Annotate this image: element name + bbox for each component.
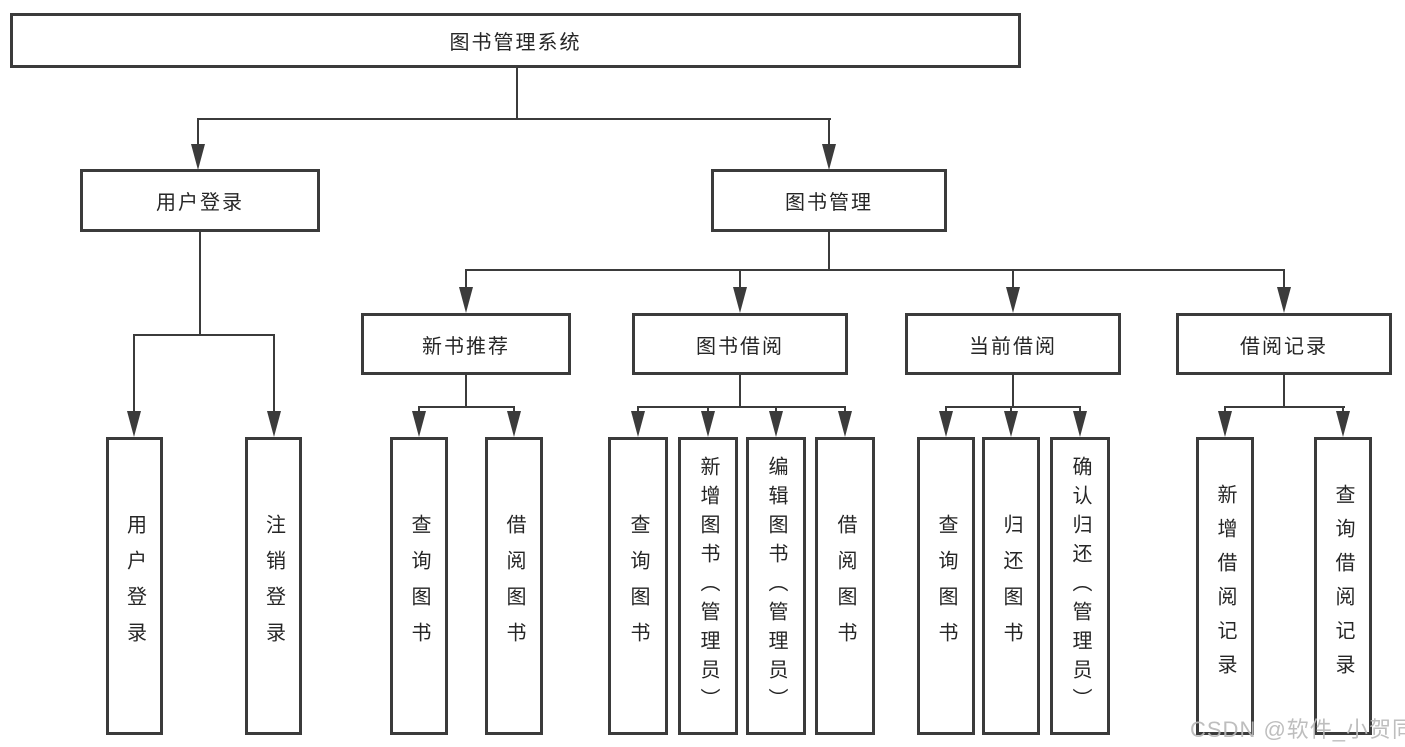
leaf-logout: 注销登录 xyxy=(245,437,302,735)
leaf-user-login-label: 用户登录 xyxy=(123,514,146,658)
connector-book-mgmt-stem xyxy=(828,120,830,148)
arrow-down-icon xyxy=(1277,287,1291,313)
node-root: 图书管理系统 xyxy=(10,13,1021,68)
leaf-confirm-return-admin-label: 确认归还（管理员） xyxy=(1069,455,1091,717)
watermark-csdn: CSDN @软件_小贺同学 xyxy=(1190,717,1405,742)
connector-new-book-hline xyxy=(418,406,515,408)
arrow-down-icon xyxy=(838,411,852,437)
connector-leaf-stem xyxy=(133,336,135,413)
leaf-return-books-label: 归还图书 xyxy=(1000,514,1022,658)
connector-user-login-stem xyxy=(197,120,199,148)
leaf-confirm-return-admin: 确认归还（管理员） xyxy=(1050,437,1110,735)
connector-borrowing-down xyxy=(739,375,741,408)
connector-records-stem xyxy=(1283,271,1285,292)
node-new-book-recommend-label: 新书推荐 xyxy=(422,335,510,358)
leaf-logout-label: 注销登录 xyxy=(262,514,285,658)
node-book-management-label: 图书管理 xyxy=(785,192,873,214)
connector-borrowing-stem xyxy=(739,271,741,292)
connector-level3-hline xyxy=(465,269,1285,271)
arrow-down-icon xyxy=(127,411,141,437)
leaf-edit-books-admin: 编辑图书（管理员） xyxy=(746,437,806,735)
connector-user-login-hline xyxy=(133,334,275,336)
arrow-down-icon xyxy=(1218,411,1232,437)
leaf-query-books-1-label: 查询图书 xyxy=(408,514,430,658)
arrow-down-icon xyxy=(412,411,426,437)
leaf-query-borrow-record: 查询借阅记录 xyxy=(1314,437,1372,735)
connector-records-hline xyxy=(1224,406,1345,408)
connector-level2-hline xyxy=(197,118,831,120)
node-root-label: 图书管理系统 xyxy=(449,32,582,54)
leaf-add-borrow-record-label: 新增借阅记录 xyxy=(1214,484,1236,688)
node-book-management: 图书管理 xyxy=(711,169,947,232)
connector-borrowing-hline xyxy=(637,406,846,408)
leaf-borrow-books-1-label: 借阅图书 xyxy=(503,514,525,658)
connector-leaf-stem xyxy=(273,336,275,413)
arrow-down-icon xyxy=(1073,411,1087,437)
arrow-down-icon xyxy=(769,411,783,437)
node-current-borrowing: 当前借阅 xyxy=(905,313,1121,375)
leaf-query-books-3-label: 查询图书 xyxy=(935,514,957,658)
node-user-login: 用户登录 xyxy=(80,169,320,232)
connector-user-login-down xyxy=(199,232,201,336)
connector-book-mgmt-down xyxy=(828,232,830,271)
arrow-down-icon xyxy=(267,411,281,437)
leaf-edit-books-admin-label: 编辑图书（管理员） xyxy=(765,455,787,717)
leaf-return-books: 归还图书 xyxy=(982,437,1040,735)
arrow-down-icon xyxy=(459,287,473,313)
leaf-add-borrow-record: 新增借阅记录 xyxy=(1196,437,1254,735)
node-borrowing-records-label: 借阅记录 xyxy=(1240,335,1328,358)
connector-root-stem xyxy=(516,68,518,120)
arrow-down-icon xyxy=(701,411,715,437)
node-book-borrowing: 图书借阅 xyxy=(632,313,848,375)
leaf-user-login: 用户登录 xyxy=(106,437,163,735)
arrow-down-icon xyxy=(822,144,836,170)
arrow-down-icon xyxy=(631,411,645,437)
arrow-down-icon xyxy=(1006,287,1020,313)
connector-current-hline xyxy=(945,406,1081,408)
leaf-borrow-books-2-label: 借阅图书 xyxy=(834,514,856,658)
leaf-add-books-admin: 新增图书（管理员） xyxy=(678,437,738,735)
connector-current-down xyxy=(1012,375,1014,408)
node-user-login-label: 用户登录 xyxy=(156,192,244,214)
node-new-book-recommend: 新书推荐 xyxy=(361,313,571,375)
connector-current-stem xyxy=(1012,271,1014,292)
node-book-borrowing-label: 图书借阅 xyxy=(696,335,784,358)
arrow-down-icon xyxy=(1004,411,1018,437)
node-current-borrowing-label: 当前借阅 xyxy=(969,335,1057,358)
connector-new-book-stem xyxy=(465,271,467,292)
leaf-query-books-1: 查询图书 xyxy=(390,437,448,735)
leaf-query-books-2: 查询图书 xyxy=(608,437,668,735)
leaf-borrow-books-2: 借阅图书 xyxy=(815,437,875,735)
node-borrowing-records: 借阅记录 xyxy=(1176,313,1392,375)
leaf-add-books-admin-label: 新增图书（管理员） xyxy=(697,455,719,717)
arrow-down-icon xyxy=(733,287,747,313)
arrow-down-icon xyxy=(1336,411,1350,437)
arrow-down-icon xyxy=(507,411,521,437)
leaf-query-books-2-label: 查询图书 xyxy=(627,514,649,658)
arrow-down-icon xyxy=(939,411,953,437)
connector-new-book-down xyxy=(465,375,467,408)
leaf-borrow-books-1: 借阅图书 xyxy=(485,437,543,735)
leaf-query-borrow-record-label: 查询借阅记录 xyxy=(1332,484,1354,688)
leaf-query-books-3: 查询图书 xyxy=(917,437,975,735)
connector-records-down xyxy=(1283,375,1285,408)
arrow-down-icon xyxy=(191,144,205,170)
